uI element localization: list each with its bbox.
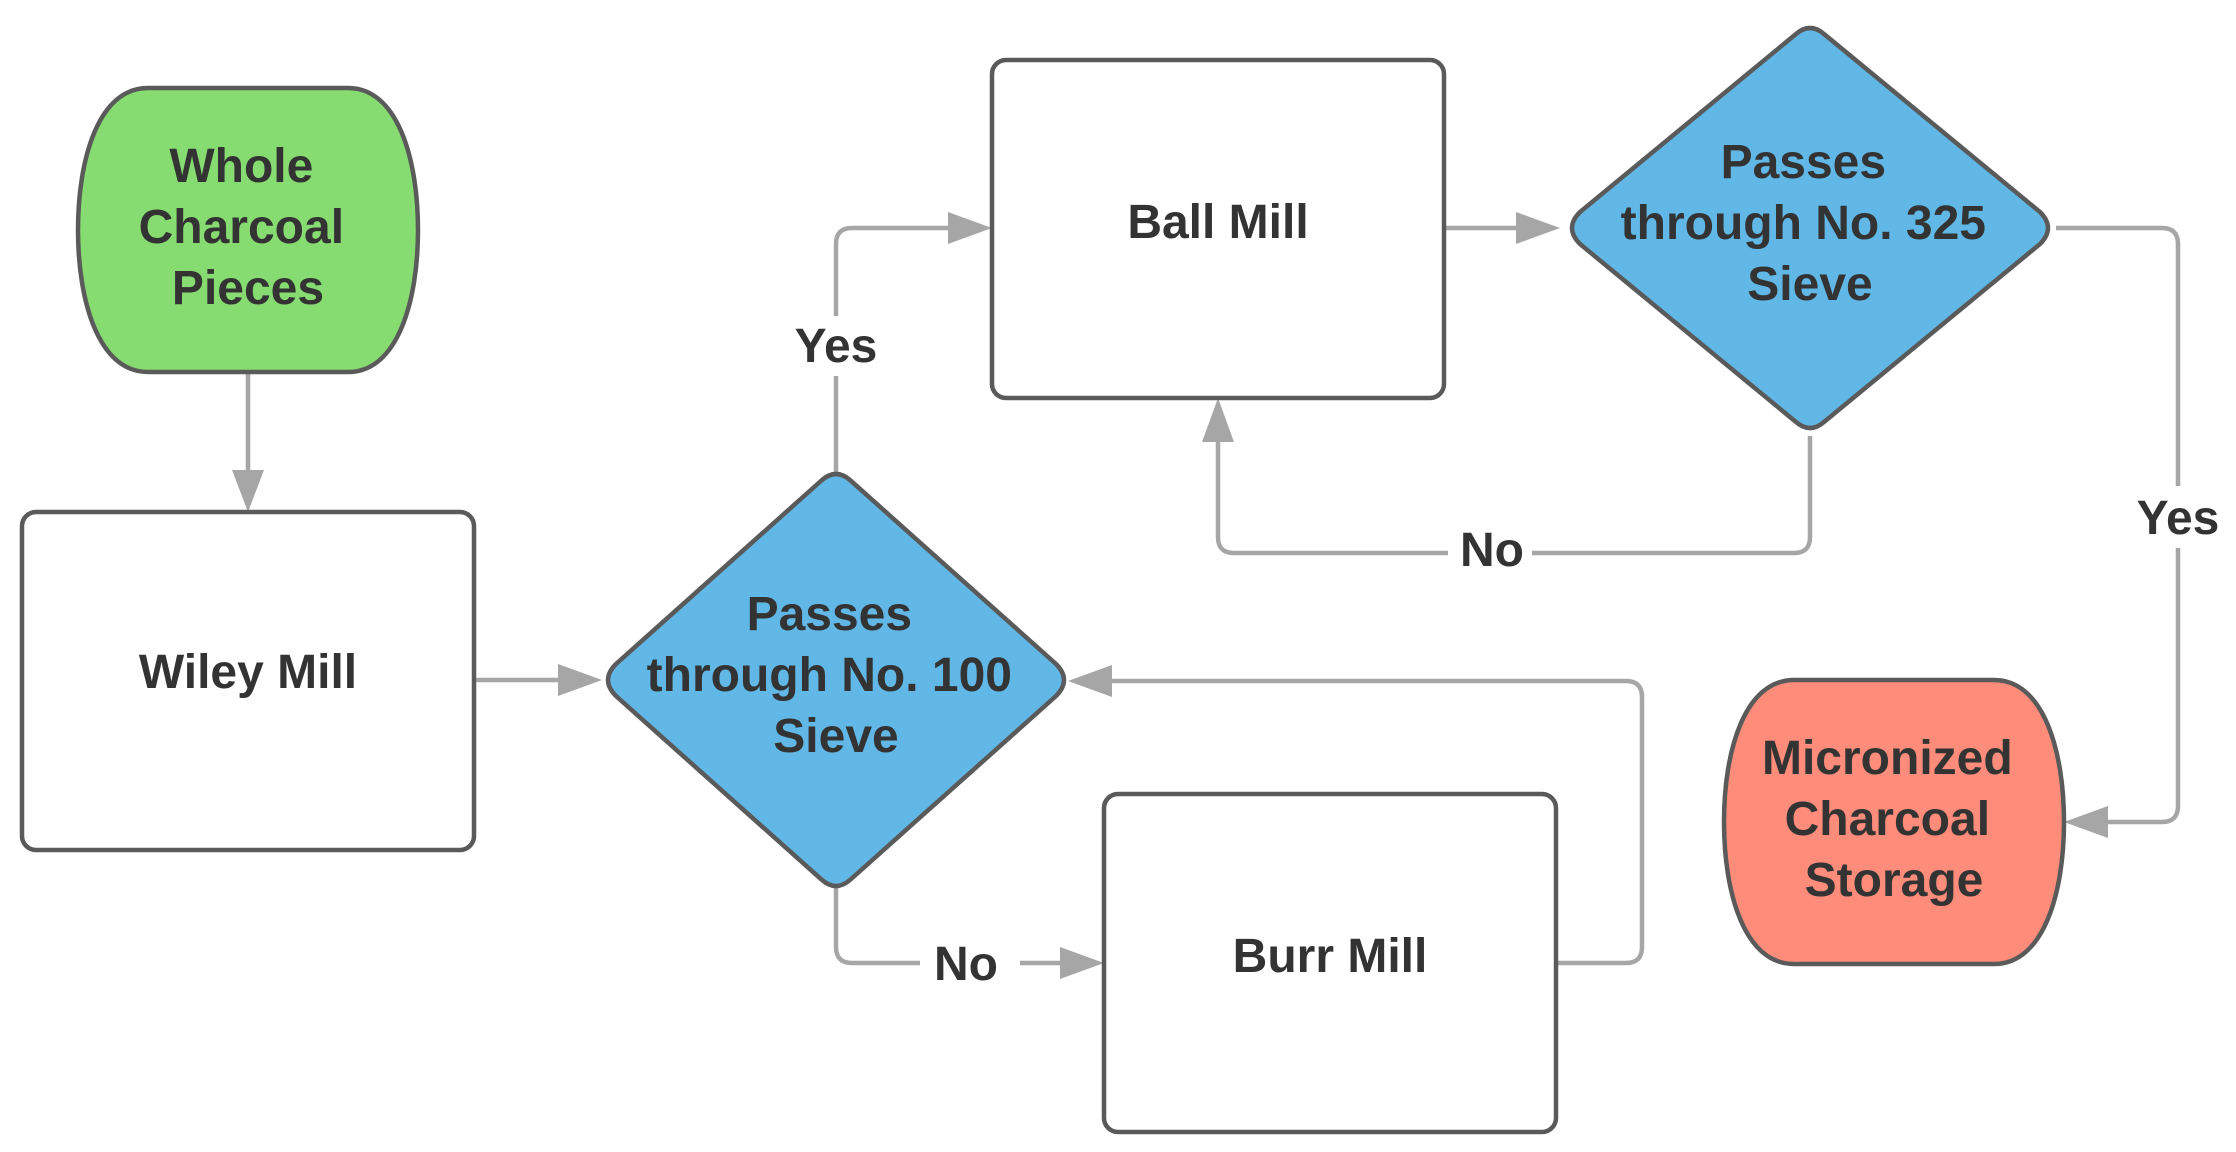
sieve100-line-2: through No. 100	[647, 649, 1012, 702]
sieve325-line-1: Passes	[1721, 136, 1887, 189]
ball-mill-label: Ball Mill	[1127, 196, 1308, 249]
node-whole-charcoal-pieces: Whole Charcoal Pieces	[75, 85, 421, 375]
edge-labels: Yes No No Yes	[786, 316, 2228, 994]
connector-wiley-to-sieve100	[466, 664, 602, 696]
connector-sieve100-no-to-burr	[833, 888, 1104, 979]
node-sieve-no-100: Passes through No. 100 Sieve	[605, 471, 1067, 889]
edge-label-sieve100-no: No	[934, 938, 998, 991]
svg-text:Micronized Charcoal: Micronized Charcoal Storage	[1762, 732, 2026, 907]
svg-text:Passes through No. 100: Passes through No. 100 Sieve	[647, 588, 1026, 763]
connector-sieve100-yes-to-ball	[833, 212, 992, 472]
wiley-mill-label: Wiley Mill	[139, 646, 357, 699]
edge-label-sieve100-yes: Yes	[795, 320, 878, 373]
storage-line-2: Charcoal	[1785, 793, 1990, 846]
node-sieve-no-325: Passes through No. 325 Sieve	[1569, 25, 2051, 431]
sieve100-line-3: Sieve	[773, 710, 898, 763]
svg-text:Burr Mill: Burr Mill	[1233, 930, 1428, 983]
whole-charcoal-line-3: Pieces	[172, 262, 324, 315]
sieve325-line-2: through No. 325	[1621, 197, 1986, 250]
svg-text:Wiley Mill: Wiley Mill	[139, 646, 357, 699]
connector-ball-to-sieve325	[1436, 212, 1560, 244]
burr-mill-label: Burr Mill	[1233, 930, 1428, 983]
whole-charcoal-line-2: Charcoal	[139, 201, 344, 254]
storage-line-3: Storage	[1805, 854, 1984, 907]
svg-text:Whole Charcoal Pie: Whole Charcoal Pieces	[139, 140, 358, 315]
edge-label-sieve325-no: No	[1460, 524, 1524, 577]
node-wiley-mill: Wiley Mill	[19, 509, 477, 853]
node-ball-mill: Ball Mill	[989, 57, 1447, 401]
node-burr-mill: Burr Mill	[1101, 791, 1559, 1135]
storage-line-1: Micronized	[1762, 732, 2013, 785]
svg-text:Ball Mill: Ball Mill	[1127, 196, 1308, 249]
edge-label-sieve325-yes: Yes	[2137, 492, 2220, 545]
connector-whole-to-wiley	[232, 372, 264, 512]
whole-charcoal-line-1: Whole	[169, 140, 313, 193]
sieve325-line-3: Sieve	[1747, 258, 1872, 311]
sieve100-line-1: Passes	[747, 588, 913, 641]
node-micronized-charcoal-storage: Micronized Charcoal Storage	[1721, 677, 2067, 967]
svg-text:Passes through No. 325: Passes through No. 325 Sieve	[1621, 136, 2000, 311]
connector-burr-to-sieve100	[1068, 665, 1645, 966]
